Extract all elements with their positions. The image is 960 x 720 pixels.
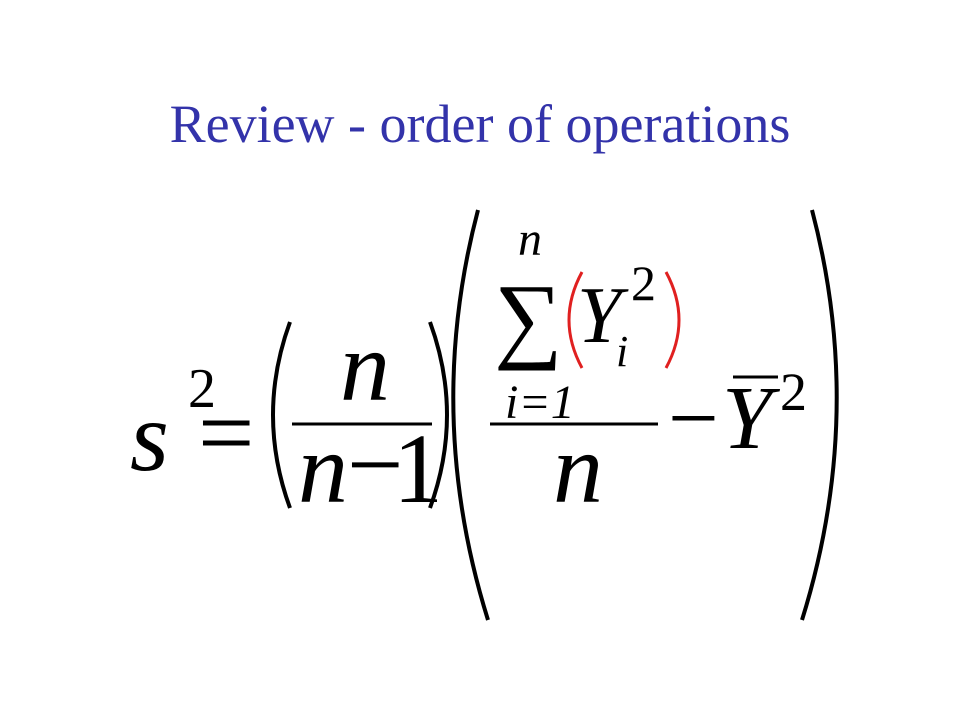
fraction-2-denominator: n (553, 413, 603, 524)
sum-lower-limit: i=1 (505, 376, 575, 429)
fraction-1-denominator-minus: − (347, 409, 403, 520)
right-paren-1 (428, 321, 449, 509)
right-paren-big (800, 209, 839, 621)
highlight-left-paren (567, 271, 584, 369)
fraction-1-numerator: n (340, 311, 390, 422)
left-paren-big (451, 209, 490, 621)
mean-exponent: 2 (780, 362, 807, 422)
sum-symbol: ∑ (494, 264, 562, 371)
sum-term-subscript: i (616, 327, 628, 376)
minus-sign: − (668, 369, 719, 468)
fraction-1-denominator-one: 1 (393, 413, 443, 524)
highlight-right-paren (664, 271, 681, 369)
fraction-1-denominator-n: n (298, 413, 348, 524)
lhs-exponent: 2 (188, 358, 216, 420)
slide-title: Review - order of operations (169, 94, 791, 154)
left-paren-1 (271, 321, 292, 509)
sum-term-exponent: 2 (631, 255, 656, 311)
lhs-variable: s (130, 381, 169, 492)
equals-sign: = (198, 377, 254, 488)
sum-upper-limit: n (518, 213, 542, 266)
sum-term-variable: Y (577, 272, 629, 360)
mean-variable: Y (722, 369, 781, 468)
